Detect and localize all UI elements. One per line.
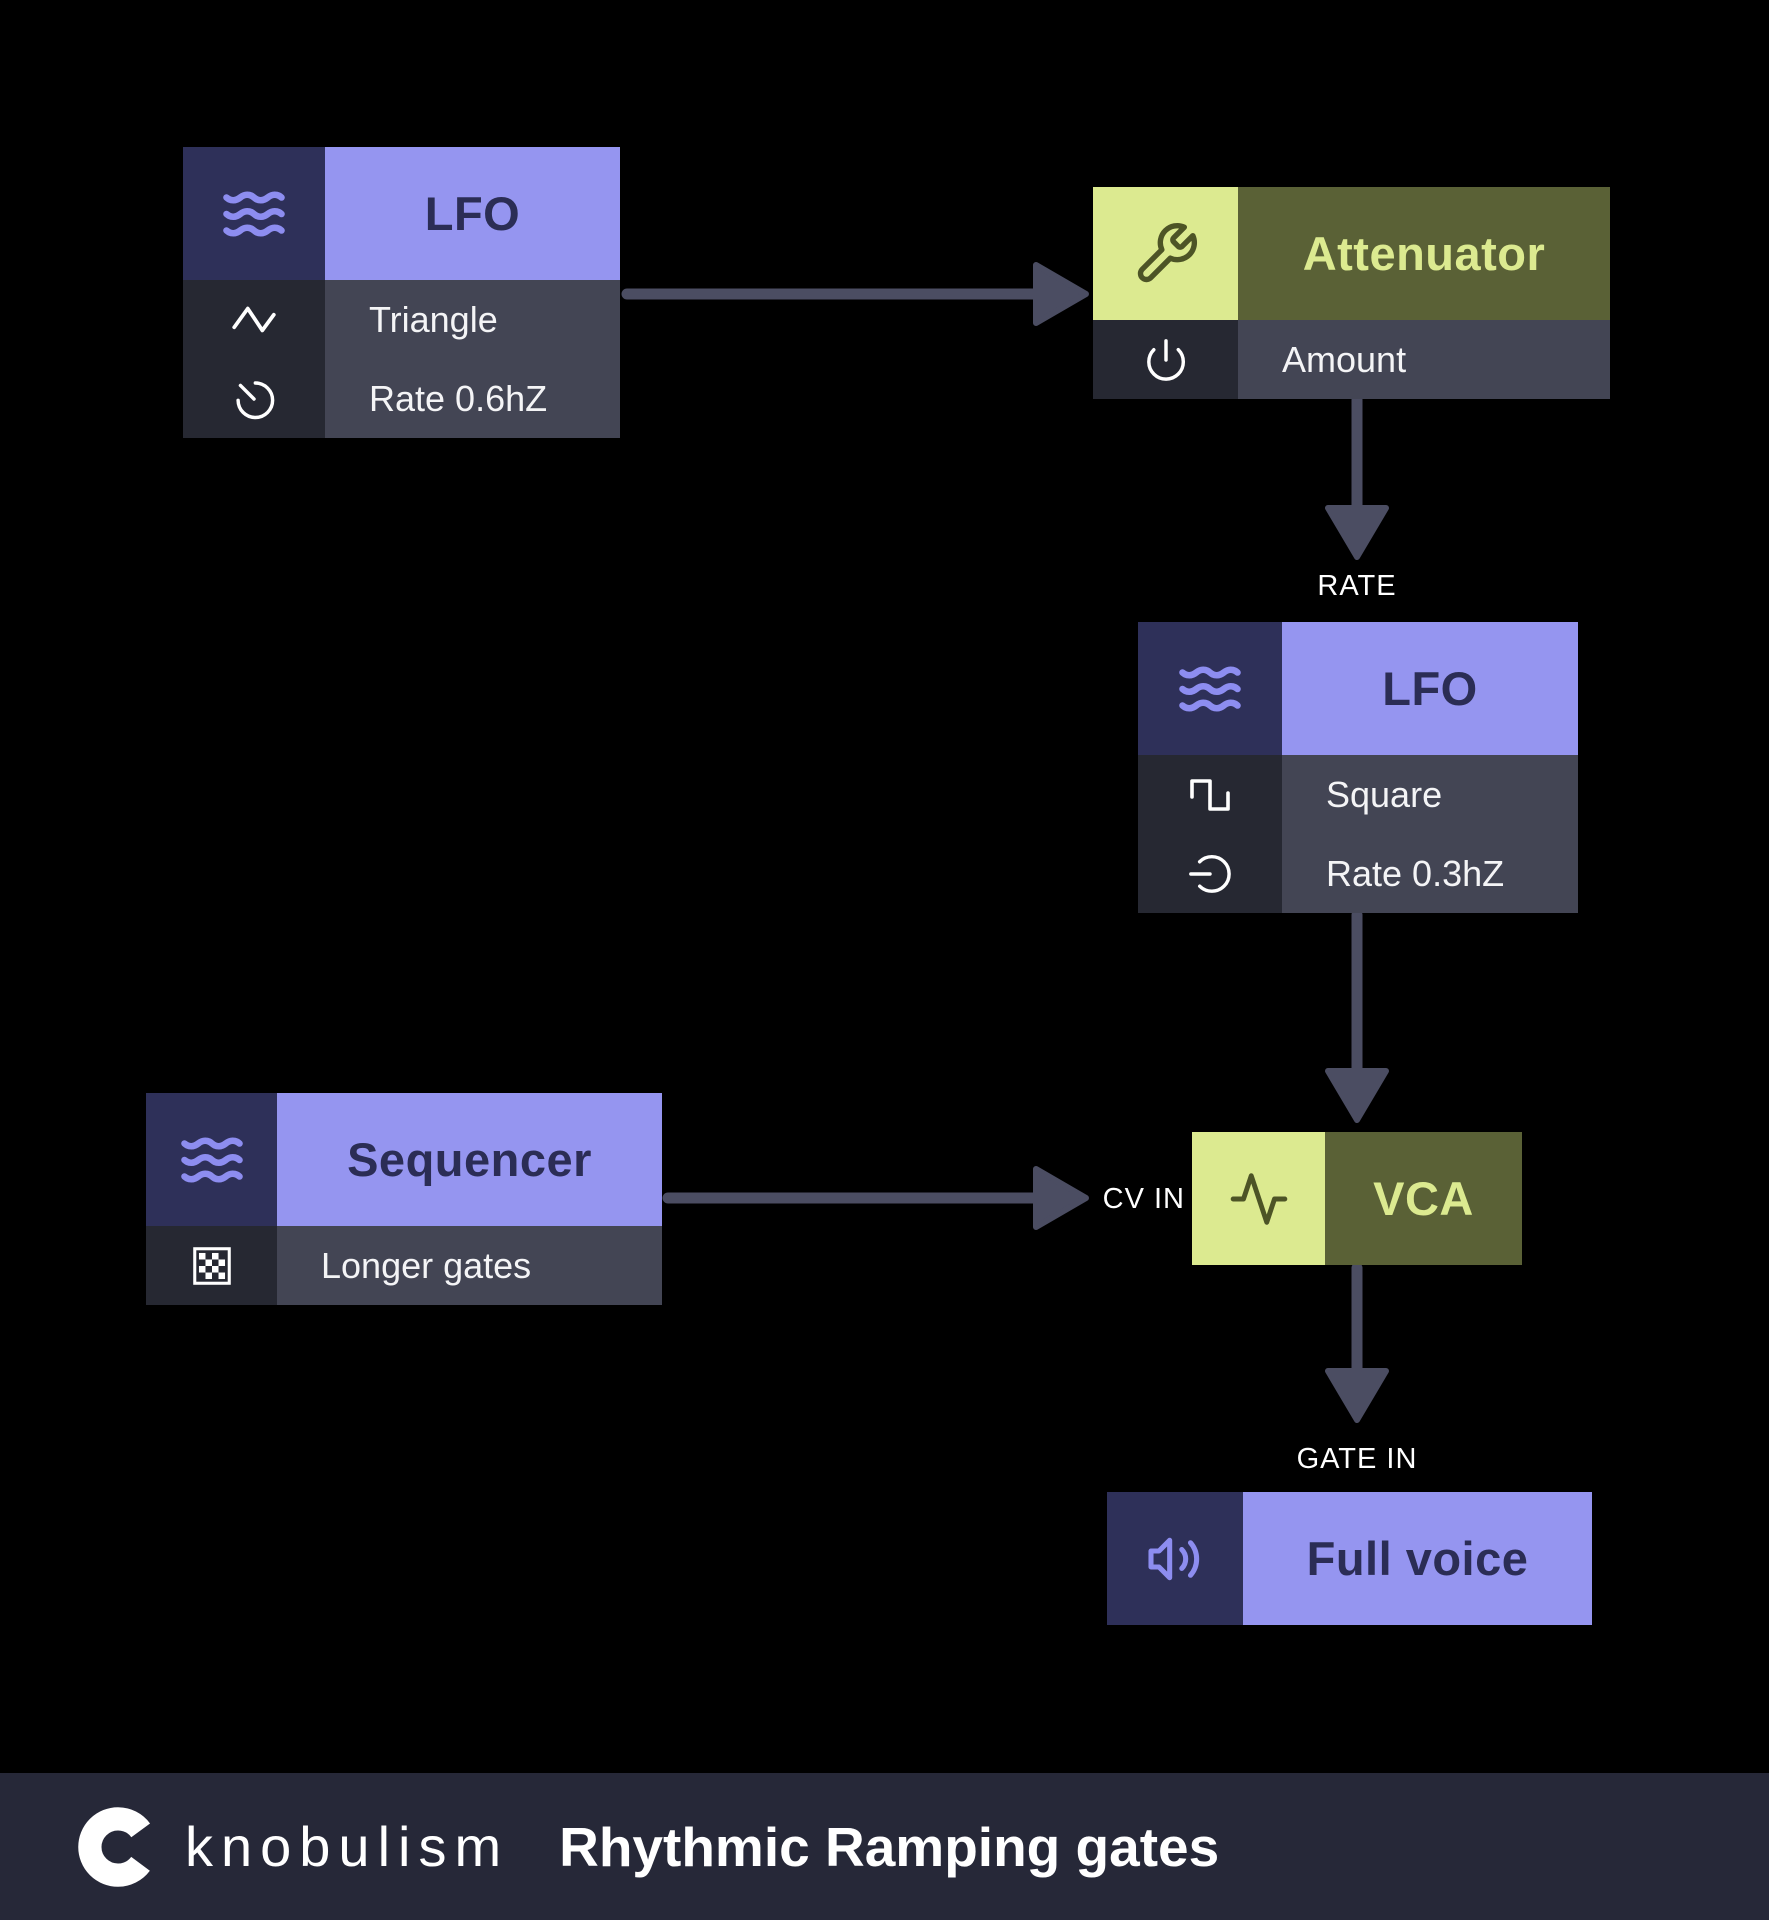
node-row: Triangle — [183, 280, 620, 359]
speaker-icon — [1148, 1537, 1200, 1580]
checker-icon — [192, 1246, 231, 1285]
gate-in-label: GATE IN — [1296, 1443, 1418, 1475]
node-row-label: Rate 0.6hZ — [325, 359, 620, 438]
timer-icon — [236, 380, 275, 419]
node-header-icon-cell — [1192, 1132, 1325, 1265]
activity-icon — [1230, 1172, 1287, 1225]
arrow-vca-to-full-voice — [1325, 1262, 1389, 1423]
triangle-wave-icon — [232, 306, 276, 332]
node-row-icon-cell — [183, 280, 325, 359]
node-row-label: Triangle — [325, 280, 620, 359]
waves-icon — [223, 190, 285, 237]
arrow-lfo2-to-vca — [1325, 909, 1389, 1123]
node-header-icon-cell — [1093, 187, 1238, 320]
rate-label: RATE — [1317, 570, 1397, 602]
node-row: Rate 0.6hZ — [183, 359, 620, 438]
node-row-icon-cell — [183, 359, 325, 438]
node-row-label: Longer gates — [277, 1226, 662, 1305]
node-title: Sequencer — [277, 1093, 662, 1226]
node-row-icon-cell — [146, 1226, 277, 1305]
cv-in-label: CV IN — [1102, 1183, 1185, 1215]
arrow-sequencer-to-vca — [662, 1166, 1089, 1230]
node-full-voice: Full voice — [1107, 1492, 1592, 1625]
node-row: Longer gates — [146, 1226, 662, 1305]
arrow-lfo1-to-attenuator — [621, 262, 1089, 326]
node-row-label: Square — [1282, 755, 1578, 834]
node-row-label: Rate 0.3hZ — [1282, 834, 1578, 913]
node-row-label: Amount — [1238, 320, 1610, 399]
waves-icon — [1179, 665, 1241, 712]
node-header-icon-cell — [1107, 1492, 1243, 1625]
node-attenuator: Attenuator Amount — [1093, 187, 1610, 399]
node-row-icon-cell — [1138, 755, 1282, 834]
knob-logo — [78, 1806, 158, 1887]
footer-bar: knobulism Rhythmic Ramping gates — [0, 1773, 1769, 1920]
node-header-icon-cell — [1138, 622, 1282, 755]
node-row-icon-cell — [1138, 834, 1282, 913]
node-title: LFO — [325, 147, 620, 280]
waves-icon — [180, 1136, 243, 1183]
node-title: Full voice — [1243, 1492, 1592, 1625]
page-title: Rhythmic Ramping gates — [559, 1815, 1220, 1878]
node-header-icon-cell — [183, 147, 325, 280]
square-wave-icon — [1190, 778, 1230, 811]
node-title: Attenuator — [1238, 187, 1610, 320]
wrench-icon — [1137, 222, 1197, 282]
node-sequencer: Sequencer Longe — [146, 1093, 662, 1305]
node-row: Rate 0.3hZ — [1138, 834, 1578, 913]
brand-name: knobulism — [185, 1815, 510, 1878]
node-row: Square — [1138, 755, 1578, 834]
power-icon — [1146, 338, 1185, 381]
node-lfo-2: LFO Square Rate 0.3hZ — [1138, 622, 1578, 913]
node-lfo-1: LFO Triangle Rate 0.6hZ — [183, 147, 620, 438]
rotate-icon — [1189, 854, 1231, 893]
node-row: Amount — [1093, 320, 1610, 399]
node-vca: VCA — [1192, 1132, 1522, 1265]
node-header-icon-cell — [146, 1093, 277, 1226]
node-row-icon-cell — [1093, 320, 1238, 399]
node-title: VCA — [1325, 1132, 1522, 1265]
node-title: LFO — [1282, 622, 1578, 755]
arrow-attenuator-to-lfo2 — [1325, 394, 1389, 560]
